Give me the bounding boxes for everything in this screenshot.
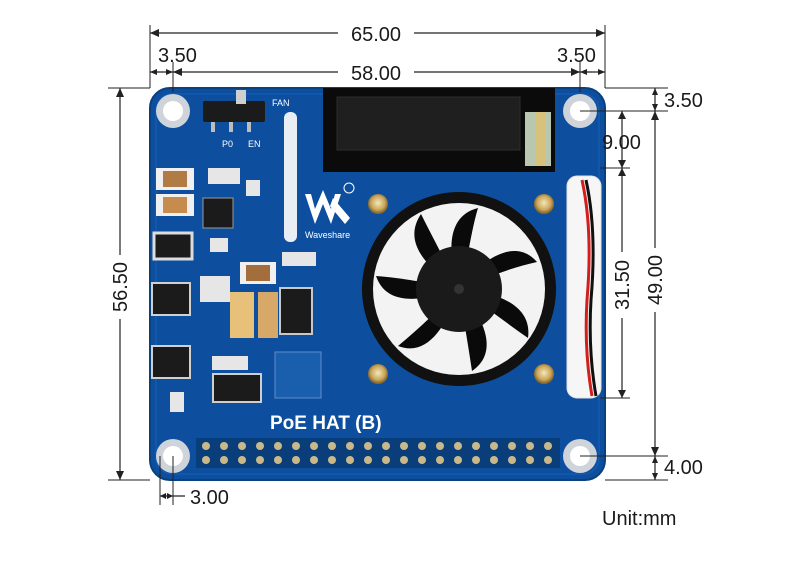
gpio-pin (292, 442, 300, 450)
dim-top-edge-offset: 3.50 (664, 90, 703, 112)
gpio-pin (436, 442, 444, 450)
gpio-pin (400, 442, 408, 450)
oled-display (323, 88, 555, 172)
mounting-hole-top-left (156, 94, 190, 128)
gpio-pin (508, 456, 516, 464)
dim-hole-spacing-y: 49.00 (645, 255, 667, 305)
fan-cable (566, 175, 602, 399)
gpio-pin (472, 456, 480, 464)
switch-label-fan: FAN (272, 98, 290, 108)
gpio-pin (472, 442, 480, 450)
board-slot (284, 112, 297, 242)
dim-fan-hole-spacing: 31.50 (612, 260, 634, 310)
gpio-pin (382, 456, 390, 464)
gpio-pin (310, 456, 318, 464)
gpio-pin (418, 456, 426, 464)
gpio-pin (238, 442, 246, 450)
dim-left-edge-offset: 3.50 (158, 45, 197, 67)
gpio-header (196, 438, 560, 468)
gpio-pin (346, 442, 354, 450)
gpio-pin (220, 456, 228, 464)
gpio-pin (220, 442, 228, 450)
gpio-pin (292, 456, 300, 464)
gpio-pin (238, 456, 246, 464)
gpio-pin (274, 442, 282, 450)
cooling-fan (356, 184, 568, 396)
dim-right-edge-offset: 3.50 (557, 45, 596, 67)
gpio-pin (508, 442, 516, 450)
dim-bottom-left-offset: 3.00 (190, 487, 229, 509)
gpio-pin (346, 456, 354, 464)
dim-total-height: 56.50 (110, 262, 132, 312)
switch-label-en: EN (248, 139, 261, 149)
dim-total-width: 65.00 (351, 24, 401, 46)
fan-switch (203, 90, 265, 132)
gpio-pin (310, 442, 318, 450)
gpio-pin (526, 442, 534, 450)
gpio-pin (454, 456, 462, 464)
gpio-pin (400, 456, 408, 464)
dim-hole-spacing-x: 58.00 (351, 63, 401, 85)
gpio-pin (490, 456, 498, 464)
gpio-pin (382, 442, 390, 450)
smd-components (151, 168, 322, 412)
gpio-pin (418, 442, 426, 450)
waveshare-logo (305, 182, 355, 224)
gpio-pin (526, 456, 534, 464)
switch-label-p0: P0 (222, 139, 233, 149)
gpio-pin (256, 456, 264, 464)
dim-bottom-edge-offset: 4.00 (664, 457, 703, 479)
gpio-pin (328, 442, 336, 450)
gpio-pin (544, 456, 552, 464)
gpio-pin (202, 442, 210, 450)
gpio-pin (454, 442, 462, 450)
gpio-pin (544, 442, 552, 450)
brand-name: Waveshare (305, 230, 350, 240)
gpio-pin (364, 442, 372, 450)
gpio-pin (364, 456, 372, 464)
gpio-pins (202, 442, 552, 464)
gpio-pin (490, 442, 498, 450)
gpio-pin (202, 456, 210, 464)
gpio-pin (274, 456, 282, 464)
gpio-pin (256, 442, 264, 450)
gpio-pin (328, 456, 336, 464)
dim-fan-top-offset: 9.00 (602, 132, 641, 154)
gpio-pin (436, 456, 444, 464)
unit-label: Unit:mm (602, 508, 676, 530)
product-name: PoE HAT (B) (270, 413, 382, 434)
